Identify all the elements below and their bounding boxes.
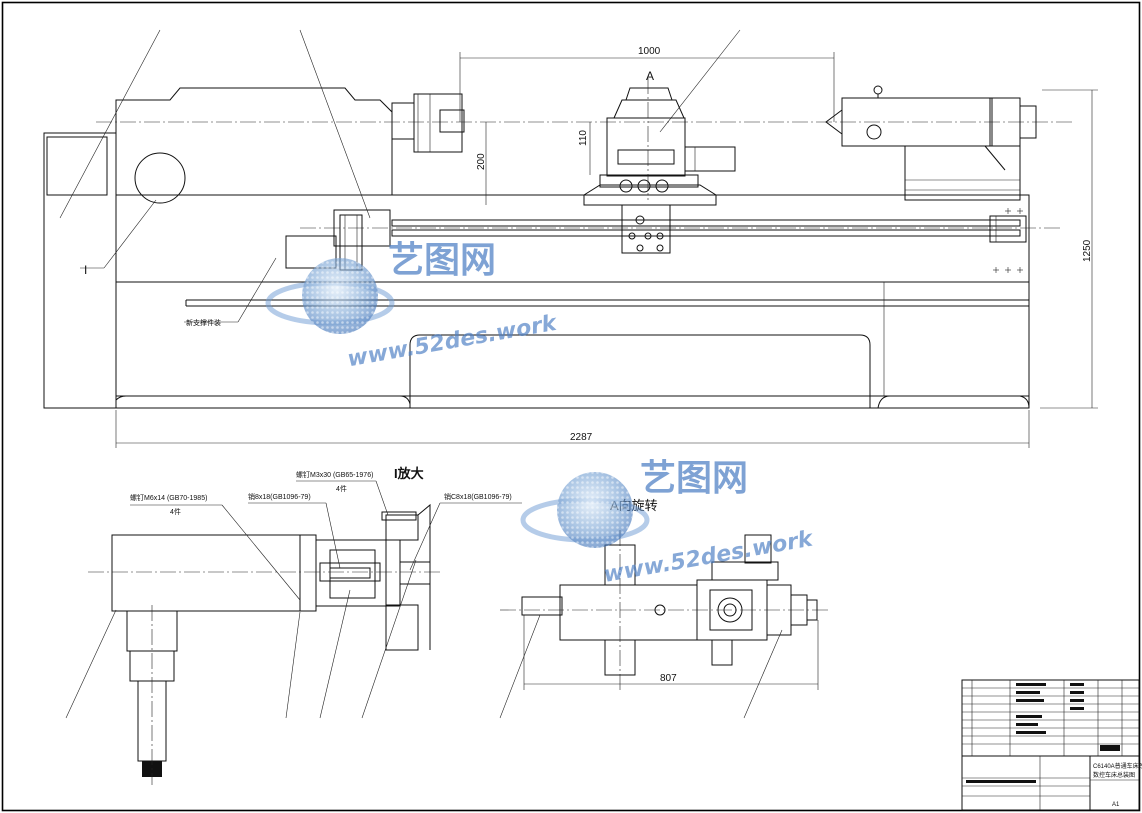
watermark-url-2: www.52des.work — [602, 526, 816, 588]
title-line-2: 数控车床总装图 — [1093, 771, 1135, 779]
dim-807: 807 — [660, 673, 677, 684]
lathe-front-view — [43, 29, 1098, 448]
sheet-size: A1 — [1112, 802, 1120, 808]
control-cabinet — [43, 132, 117, 409]
detail-I-circle — [134, 152, 186, 204]
control-screen — [46, 136, 108, 196]
dim-1250: 1250 — [1082, 239, 1093, 262]
tailstock — [841, 97, 993, 147]
detail-I-title: I放大 — [394, 466, 424, 481]
dim-1000: 1000 — [638, 46, 661, 57]
dim-110: 110 — [578, 130, 589, 146]
watermark-brand-2: 艺图网 — [640, 458, 748, 499]
watermark-logo-2: 艺图网 www.52des.work — [520, 458, 816, 588]
apron — [621, 204, 671, 254]
view-A-rotated — [499, 530, 830, 719]
pin1-label: 销8x18(GB1096-79) — [248, 492, 311, 501]
section-A-label: A — [646, 69, 654, 83]
new-mount-part-label: 新支撑件装 — [186, 318, 221, 327]
screw-M6-label: 螺钉M6x14 (GB70-1985) — [130, 493, 207, 502]
watermark-brand-1: 艺图网 — [388, 240, 496, 281]
dim-2287: 2287 — [570, 432, 593, 443]
screw-M3-label: 螺钉M3x30 (GB65-1976) — [296, 470, 373, 479]
title-line-1: C6140A普通车床改 — [1093, 762, 1142, 770]
detail-I-label: I — [84, 263, 87, 277]
watermark-url-1: www.52des.work — [346, 311, 560, 373]
title-block — [961, 679, 1140, 811]
detail-I-view — [65, 480, 522, 785]
pin2-label: 销C8x18(GB1096-79) — [444, 492, 512, 501]
tool-post — [606, 117, 686, 177]
z-axis-servo-motor — [285, 235, 337, 269]
screw-M3-qty: 4件 — [336, 484, 347, 493]
dim-200: 200 — [476, 153, 487, 170]
screw-M6-qty: 4件 — [170, 507, 181, 516]
